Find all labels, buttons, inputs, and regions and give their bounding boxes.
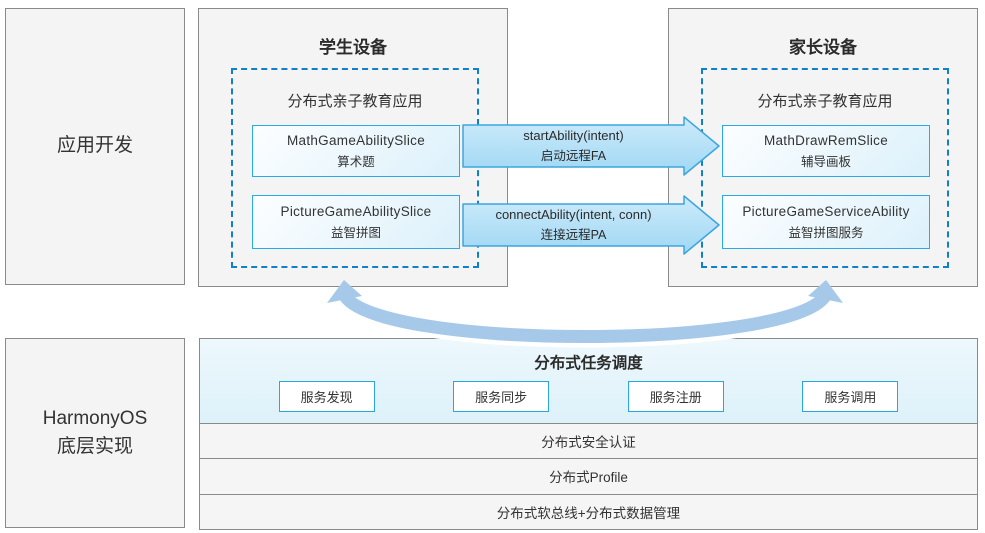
picture-game-ability-slice-box: PictureGameAbilitySlice 益智拼图 — [252, 195, 460, 249]
parent-device-box: 家长设备 分布式亲子教育应用 MathDrawRemSlice 辅导画板 Pic… — [668, 8, 978, 287]
parent-device-title: 家长设备 — [789, 38, 857, 57]
slice-name: MathGameAbilitySlice — [286, 132, 426, 148]
app-development-label: 应用开发 — [56, 135, 133, 157]
slice-desc: 算术题 — [337, 154, 375, 169]
softbus-data-layer: 分布式软总线+分布式数据管理 — [200, 493, 977, 529]
scheduler-services-row: 服务发现 服务同步 服务注册 服务调用 — [200, 381, 977, 412]
distributed-stack-box: 分布式任务调度 服务发现 服务同步 服务注册 服务调用 分布式安全认证 分布式P… — [199, 338, 978, 530]
profile-layer: 分布式Profile — [200, 458, 977, 494]
harmonyos-label-line1: HarmonyOS — [42, 407, 148, 429]
harmonyos-layer-box: HarmonyOS 底层实现 — [5, 338, 185, 528]
app-development-layer-box: 应用开发 — [5, 8, 185, 285]
connect-ability-arrow-label: connectAbility(intent, conn) 连接远程PA — [463, 204, 684, 246]
service-register-box: 服务注册 — [627, 381, 724, 412]
curve-arrow-halo — [335, 288, 835, 348]
student-device-box: 学生设备 分布式亲子教育应用 MathGameAbilitySlice 算术题 … — [198, 8, 508, 287]
connect-ability-api: connectAbility(intent, conn) — [495, 207, 652, 222]
security-auth-layer: 分布式安全认证 — [200, 423, 977, 459]
student-device-title: 学生设备 — [319, 38, 387, 57]
start-ability-arrow-label: startAbility(intent) 启动远程FA — [463, 125, 684, 167]
task-scheduler-section: 分布式任务调度 服务发现 服务同步 服务注册 服务调用 — [200, 339, 977, 423]
picture-game-service-ability-box: PictureGameServiceAbility 益智拼图服务 — [722, 195, 930, 249]
slice-desc: 益智拼图服务 — [788, 225, 864, 240]
start-ability-api: startAbility(intent) — [523, 128, 624, 143]
service-discovery-box: 服务发现 — [278, 381, 375, 412]
student-app-group-box: 分布式亲子教育应用 MathGameAbilitySlice 算术题 Pictu… — [231, 68, 479, 268]
math-game-ability-slice-box: MathGameAbilitySlice 算术题 — [252, 125, 460, 177]
slice-desc: 辅导画板 — [800, 154, 851, 169]
parent-app-group-box: 分布式亲子教育应用 MathDrawRemSlice 辅导画板 PictureG… — [701, 68, 949, 268]
task-scheduler-title: 分布式任务调度 — [534, 355, 643, 372]
slice-desc: 益智拼图 — [330, 225, 381, 240]
start-ability-desc: 启动远程FA — [540, 149, 607, 163]
harmonyos-label-line2: 底层实现 — [56, 436, 133, 457]
slice-name: MathDrawRemSlice — [763, 132, 889, 148]
slice-name: PictureGameAbilitySlice — [280, 203, 432, 219]
curve-arrow-band — [339, 291, 831, 343]
math-draw-rem-slice-box: MathDrawRemSlice 辅导画板 — [722, 125, 930, 177]
harmonyos-label: HarmonyOS 底层实现 — [43, 405, 148, 462]
connect-ability-desc: 连接远程PA — [540, 228, 607, 242]
slice-name: PictureGameServiceAbility — [742, 203, 910, 219]
service-invoke-box: 服务调用 — [802, 381, 899, 412]
parent-app-group-label: 分布式亲子教育应用 — [757, 93, 893, 110]
student-app-group-label: 分布式亲子教育应用 — [287, 93, 423, 110]
service-sync-box: 服务同步 — [453, 381, 550, 412]
